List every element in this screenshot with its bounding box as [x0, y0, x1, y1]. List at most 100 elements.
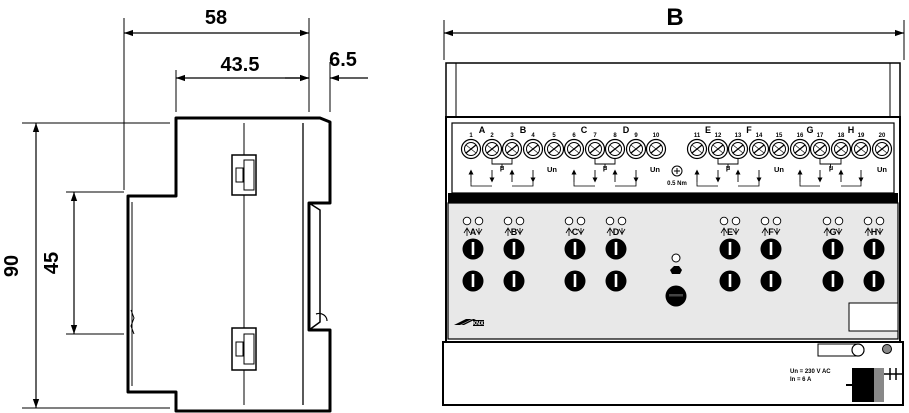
wiring-symbols [468, 158, 864, 187]
screw-terminal[interactable] [789, 138, 811, 160]
channel-up-button[interactable] [719, 238, 741, 260]
channel-letter: G [806, 125, 813, 135]
channel-control: C [564, 216, 586, 292]
channel-down-button[interactable] [462, 270, 484, 292]
screw-terminal[interactable] [625, 138, 647, 160]
channel-control: D [605, 216, 627, 292]
screw-terminal[interactable] [460, 138, 482, 160]
channel-down-button[interactable] [564, 270, 586, 292]
un-label: Un [650, 165, 660, 174]
led-up [564, 216, 574, 226]
led-up [605, 216, 615, 226]
down-arrow-icon [475, 228, 483, 235]
channel-letter: F [768, 227, 774, 237]
side-housing-outline [126, 116, 332, 413]
channel-letter: E [705, 125, 711, 135]
channel-up-button[interactable] [564, 238, 586, 260]
terminal-number: 15 [776, 133, 783, 139]
terminal-number: 3 [510, 133, 514, 139]
screw-terminal[interactable] [871, 138, 893, 160]
led-down [617, 216, 627, 226]
terminal-numbers-left: 1 2 3 4 5 6 7 8 9 10 [469, 133, 660, 139]
led-down [474, 216, 484, 226]
channel-letter: E [727, 227, 733, 237]
screw-terminal[interactable] [850, 138, 872, 160]
channel-down-button[interactable] [605, 270, 627, 292]
terminal-number: 2 [490, 133, 494, 139]
screw-terminal[interactable] [809, 138, 831, 160]
down-arrow-icon [773, 228, 781, 235]
channel-down-button[interactable] [863, 270, 885, 292]
un-label: Un [877, 165, 887, 174]
channel-control: A [462, 216, 484, 292]
terminal-number: 20 [879, 133, 886, 139]
up-arrow-icon [823, 227, 831, 236]
channel-letter: D [613, 227, 620, 237]
dim-label-6-5: 6.5 [329, 49, 357, 71]
terminal-number: 7 [593, 133, 597, 139]
manual-mode-led [671, 253, 681, 263]
led-up [760, 216, 770, 226]
manual-mode-button[interactable] [665, 285, 687, 307]
mu-label: µ [726, 163, 730, 172]
screw-terminal[interactable] [501, 138, 523, 160]
channel-down-button[interactable] [760, 270, 782, 292]
channel-up-button[interactable] [822, 238, 844, 260]
channel-letter: B [520, 125, 527, 135]
channel-down-button[interactable] [719, 270, 741, 292]
led-up [822, 216, 832, 226]
led-down [834, 216, 844, 226]
channel-letter: D [623, 125, 630, 135]
channel-up-button[interactable] [760, 238, 782, 260]
led-down [731, 216, 741, 226]
screw-terminal[interactable] [748, 138, 770, 160]
channel-letter: A [470, 227, 477, 237]
up-arrow-icon [463, 227, 471, 236]
channel-up-button[interactable] [503, 238, 525, 260]
rating-current: In = 6 A [790, 377, 812, 383]
up-arrow-icon [606, 227, 614, 236]
label-window [848, 302, 899, 332]
screw-terminal[interactable] [563, 138, 585, 160]
screw-terminal[interactable] [522, 138, 544, 160]
terminal-number: 17 [817, 133, 824, 139]
channel-down-button[interactable] [503, 270, 525, 292]
channel-up-button[interactable] [605, 238, 627, 260]
down-arrow-icon [876, 228, 884, 235]
channel-controls: A B C D E F G H [462, 216, 885, 292]
led-up [863, 216, 873, 226]
terminal-number: 1 [469, 133, 473, 139]
led-down [515, 216, 525, 226]
down-arrow-icon [732, 228, 740, 235]
channel-down-button[interactable] [822, 270, 844, 292]
channel-control: G [822, 216, 844, 292]
screw-terminal[interactable] [768, 138, 790, 160]
torque-label: 0.5 Nm [667, 181, 687, 187]
channel-up-button[interactable] [462, 238, 484, 260]
terminal-number: 4 [531, 133, 535, 139]
channel-letter: B [511, 227, 518, 237]
screw-terminal[interactable] [645, 138, 667, 160]
screw-terminal[interactable] [584, 138, 606, 160]
led-up [503, 216, 513, 226]
screw-terminal[interactable] [707, 138, 729, 160]
up-arrow-icon [864, 227, 872, 236]
front-housing-outline [445, 62, 901, 117]
screw-terminal[interactable] [686, 138, 708, 160]
un-label: Un [774, 165, 784, 174]
screw-terminal[interactable] [727, 138, 749, 160]
terminal-number: 5 [552, 133, 556, 139]
terminal-number: 10 [653, 133, 660, 139]
screw-terminal[interactable] [830, 138, 852, 160]
led-down [576, 216, 586, 226]
screw-terminal[interactable] [543, 138, 565, 160]
programming-led [882, 344, 892, 354]
channel-up-button[interactable] [863, 238, 885, 260]
channel-letter: F [746, 125, 752, 135]
screw-terminal[interactable] [604, 138, 626, 160]
terminal-number: 18 [838, 133, 845, 139]
screw-terminal[interactable] [481, 138, 503, 160]
channel-letter: H [871, 227, 878, 237]
terminal-numbers-right: 11 12 13 14 15 16 17 18 19 20 [694, 133, 886, 139]
bus-connector [846, 368, 904, 402]
